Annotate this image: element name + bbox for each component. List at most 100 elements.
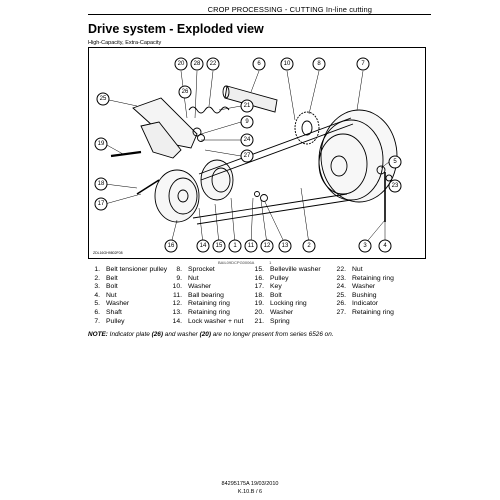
note-label: NOTE: <box>88 331 108 338</box>
exploded-view-figure: 20 28 22 6 10 8 25 21 9 24 7 19 27 5 18 … <box>88 47 426 259</box>
legend-item: 20.Washer <box>254 308 294 316</box>
figure-code: ZDL16GH9802F08 <box>93 251 123 255</box>
legend-item: 15.Belleville washer <box>254 266 321 273</box>
legend-item: 3.Bolt <box>94 283 118 291</box>
callout-17: 17 <box>94 197 108 211</box>
legend-column-3: 15.Belleville washer 16.Pulley 17.Key 18… <box>252 266 321 326</box>
callout-14: 14 <box>196 239 210 253</box>
legend-item: 12.Retaining ring <box>172 300 230 308</box>
svg-text:12: 12 <box>264 243 271 249</box>
callout-12: 12 <box>260 239 274 253</box>
footer-page-ref: K.10.B / 6 <box>237 489 263 495</box>
svg-text:22: 22 <box>210 61 217 67</box>
svg-text:9: 9 <box>245 119 249 125</box>
legend-item: 23.Retaining ring <box>336 274 394 282</box>
svg-text:6: 6 <box>257 61 261 67</box>
svg-text:4: 4 <box>383 243 387 249</box>
svg-text:17: 17 <box>98 201 105 207</box>
legend-item: 6.Shaft <box>94 308 122 316</box>
figure-caption-number: 1 <box>269 260 272 265</box>
note-part-3: are no longer present from series 6526 o… <box>212 331 334 338</box>
callout-2: 2 <box>302 239 316 253</box>
legend-column-2: 8.Sprocket 9.Nut 10.Washer 11.Ball beari… <box>170 266 244 326</box>
leader-lines <box>104 70 390 245</box>
svg-text:16: 16 <box>168 243 175 249</box>
callout-19: 19 <box>94 137 108 151</box>
note-ref-1: (26) <box>151 331 163 338</box>
legend-item: 16.Pulley <box>254 274 289 282</box>
legend-item: 14.Lock washer + nut <box>172 317 244 325</box>
svg-text:3: 3 <box>363 243 367 249</box>
callout-8: 8 <box>312 57 326 71</box>
svg-text:26: 26 <box>182 89 189 95</box>
callout-markers: 20 28 22 6 10 8 25 21 9 24 7 19 27 5 18 … <box>94 57 402 253</box>
callout-3: 3 <box>358 239 372 253</box>
note-part-1: Indicator plate <box>109 331 150 338</box>
legend-item: 7.Pulley <box>94 317 125 325</box>
legend-column-1: 1.Belt tensioner pulley 2.Belt 3.Bolt 4.… <box>88 266 167 326</box>
drive-system-drawing: 20 28 22 6 10 8 25 21 9 24 7 19 27 5 18 … <box>94 57 402 253</box>
callout-21: 21 <box>240 99 254 113</box>
legend-item: 18.Bolt <box>254 291 282 299</box>
svg-text:28: 28 <box>194 61 201 67</box>
callout-22: 22 <box>206 57 220 71</box>
legend-item: 1.Belt tensioner pulley <box>94 266 168 273</box>
legend-item: 17.Key <box>254 283 282 291</box>
callout-23: 23 <box>388 179 402 193</box>
legend-item: 27.Retaining ring <box>336 308 394 316</box>
callout-4: 4 <box>378 239 392 253</box>
callout-10: 10 <box>280 57 294 71</box>
legend-item: 9.Nut <box>176 274 199 282</box>
callout-24: 24 <box>240 133 254 147</box>
callout-13: 13 <box>278 239 292 253</box>
figure-caption-code: BAIL09DCPG0006A <box>218 260 255 265</box>
svg-text:13: 13 <box>282 243 289 249</box>
legend-column-4: 22.Nut 23.Retaining ring 24.Washer 25.Bu… <box>334 266 394 318</box>
svg-text:25: 25 <box>100 96 107 102</box>
legend-item: 21.Spring <box>254 317 290 325</box>
note-part-2: and washer <box>164 331 198 338</box>
svg-text:15: 15 <box>216 243 223 249</box>
callout-7: 7 <box>356 57 370 71</box>
svg-text:1: 1 <box>233 243 237 249</box>
legend-item: 4.Nut <box>94 291 117 299</box>
svg-text:5: 5 <box>393 159 397 165</box>
legend-item: 25.Bushing <box>336 291 377 299</box>
legend-item: 26.Indicator <box>336 300 379 308</box>
callout-26: 26 <box>178 85 192 99</box>
svg-text:19: 19 <box>98 141 105 147</box>
legend-item: 5.Washer <box>94 300 130 308</box>
callout-20: 20 <box>174 57 188 71</box>
legend-item: 2.Belt <box>94 274 118 282</box>
legend-item: 19.Locking ring <box>254 300 307 308</box>
svg-text:2: 2 <box>307 243 311 249</box>
note-ref-2: (20) <box>199 331 211 338</box>
svg-text:23: 23 <box>392 183 399 189</box>
svg-text:8: 8 <box>317 61 321 67</box>
drawing-parts <box>110 85 398 225</box>
callout-15: 15 <box>212 239 226 253</box>
legend-item: 8.Sprocket <box>176 266 215 273</box>
svg-text:10: 10 <box>284 61 291 67</box>
callout-11: 11 <box>244 239 258 253</box>
legend-item: 24.Washer <box>336 283 376 291</box>
callout-1: 1 <box>228 239 242 253</box>
callout-27: 27 <box>240 149 254 163</box>
svg-text:14: 14 <box>200 243 207 249</box>
legend-item: 11.Ball bearing <box>173 291 224 299</box>
svg-text:11: 11 <box>248 243 255 249</box>
legend-item: 13.Retaining ring <box>172 308 230 316</box>
header-section: CROP PROCESSING - CUTTING In-line cuttin… <box>207 5 372 14</box>
note-text: NOTE: Indicator plate (26) and washer (2… <box>88 331 334 338</box>
svg-text:24: 24 <box>244 137 251 143</box>
legend-item: 10.Washer <box>172 283 212 291</box>
figure-caption: BAIL09DCPG0006A 1 <box>218 260 271 265</box>
page-title: Drive system - Exploded view <box>88 22 264 36</box>
page-subtitle: High-Capacity, Extra-Capacity <box>88 40 162 46</box>
callout-9: 9 <box>240 115 254 129</box>
svg-text:21: 21 <box>244 103 251 109</box>
callout-16: 16 <box>164 239 178 253</box>
callout-28: 28 <box>190 57 204 71</box>
svg-text:27: 27 <box>244 153 251 159</box>
legend-item: 22.Nut <box>336 266 363 273</box>
